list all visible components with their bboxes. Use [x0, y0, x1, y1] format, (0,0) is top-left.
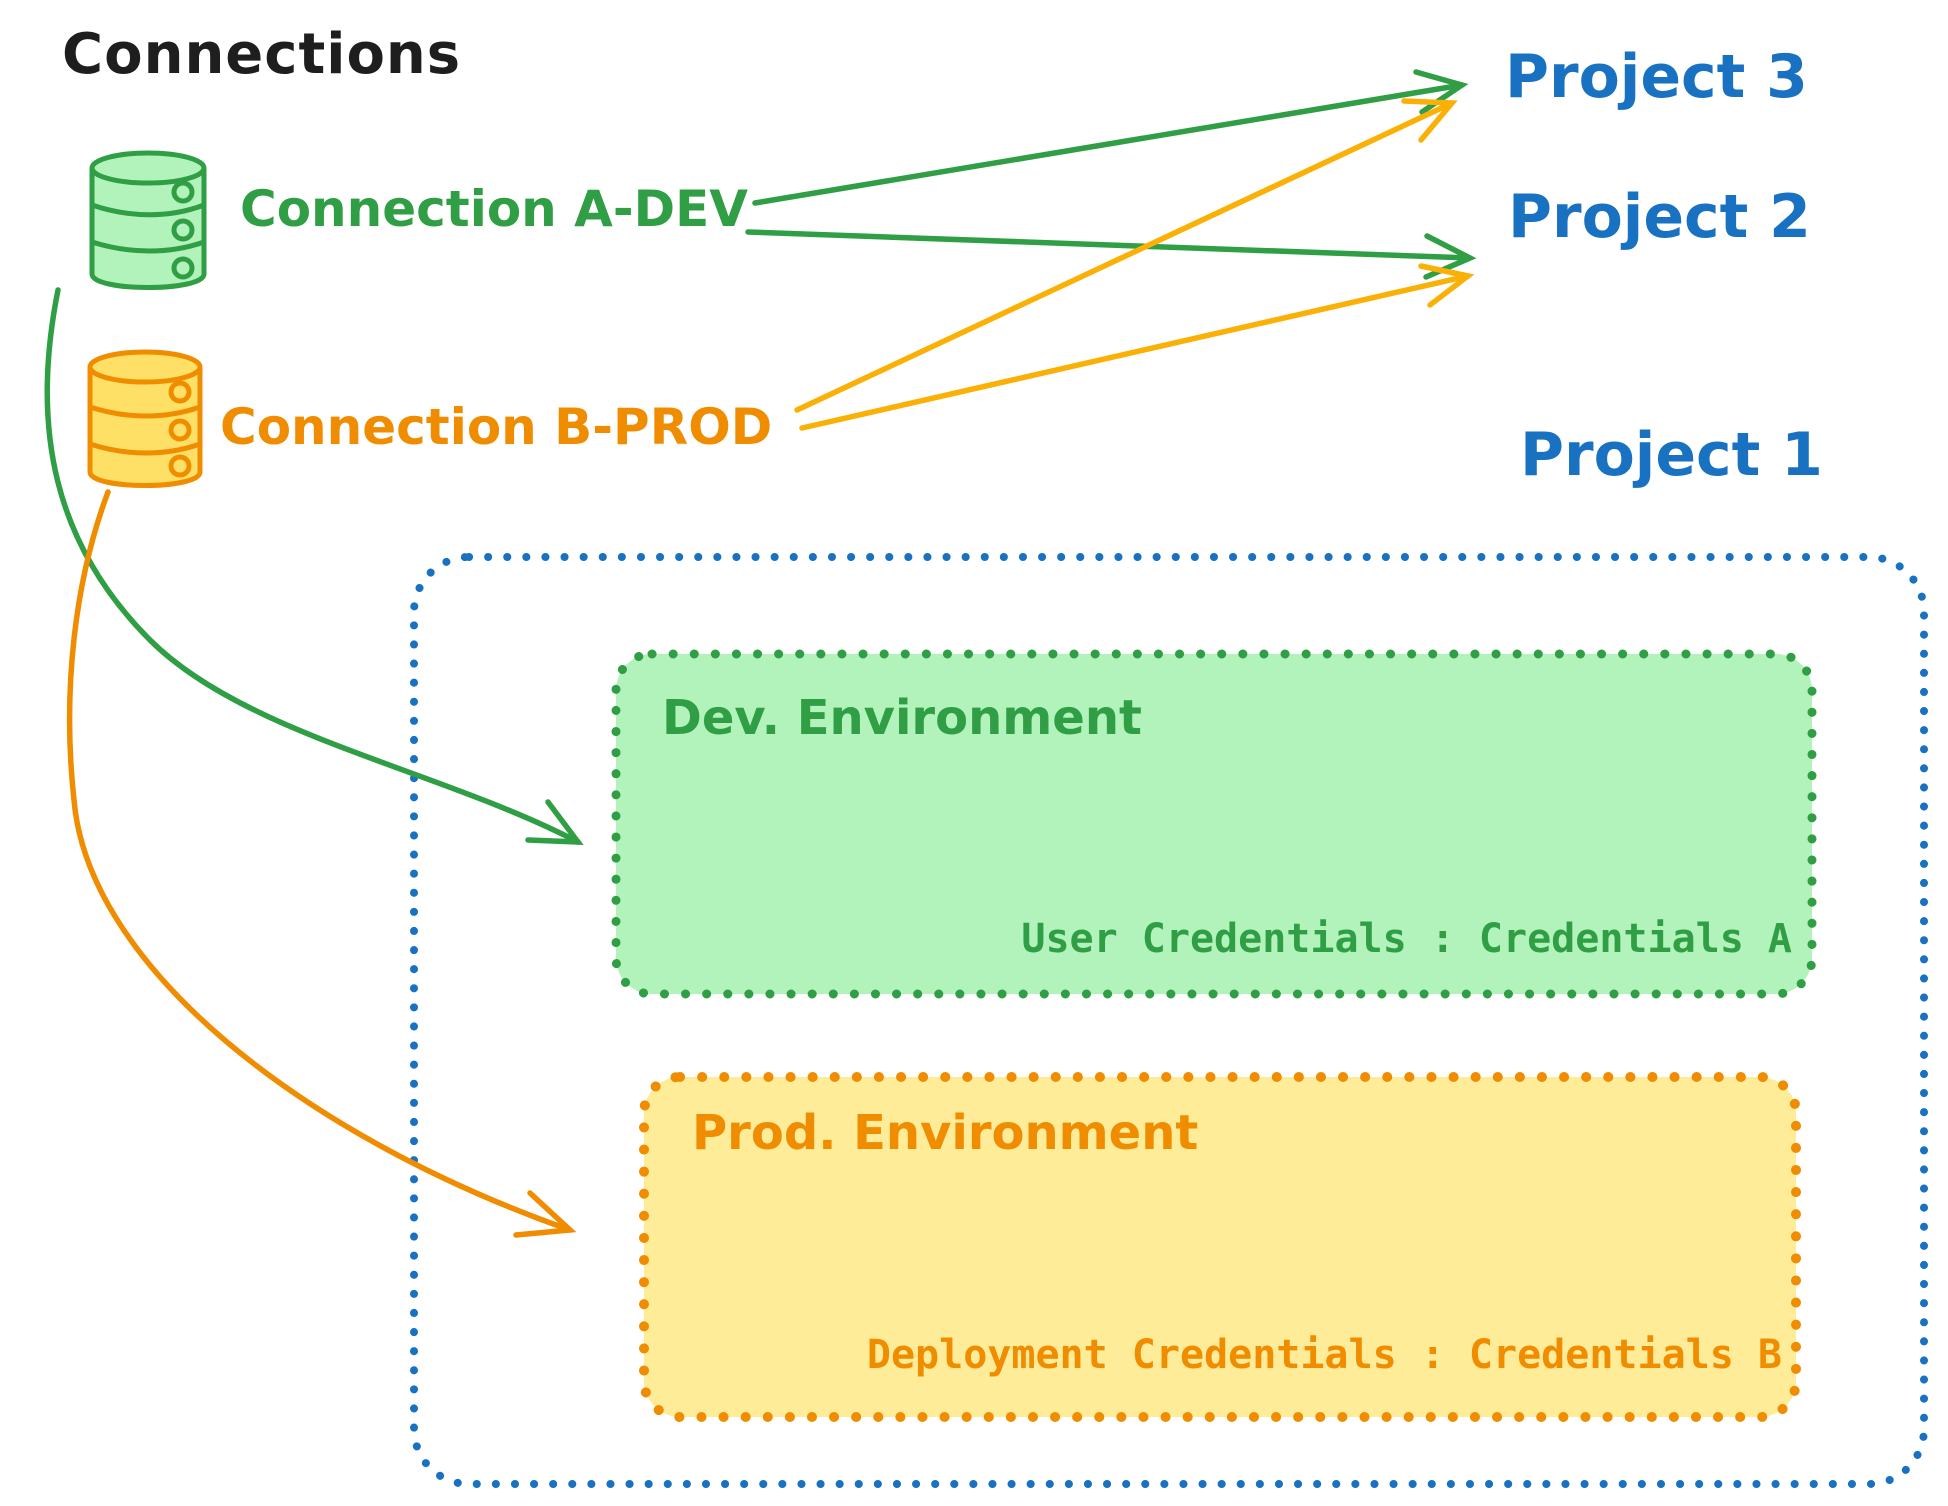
project1-container-box	[410, 553, 1928, 1488]
connection-b-prod-label: Connection B-PROD	[220, 398, 773, 456]
project-3-label: Project 3	[1505, 42, 1808, 112]
dev-environment-credentials: User Credentials : Credentials A	[1021, 916, 1792, 962]
connection-a-dev-label: Connection A-DEV	[240, 180, 748, 238]
project-1-label: Project 1	[1520, 420, 1823, 490]
arrow-b-prod-to-project-3	[794, 98, 1458, 413]
arrow-a-dev-to-project-3	[752, 69, 1469, 206]
diagram-title: Connections	[62, 22, 462, 87]
dev-environment-title: Dev. Environment	[662, 690, 1142, 746]
prod-environment-credentials: Deployment Credentials : Credentials B	[866, 1332, 1782, 1378]
arrow-a-dev-to-project-2	[745, 229, 1477, 280]
arrow-a-dev-to-dev-environment	[44, 287, 584, 845]
dev-environment-box	[611, 649, 1817, 999]
arrow-b-prod-to-prod-environment	[66, 489, 577, 1238]
database-icon-b-prod	[87, 349, 203, 488]
prod-environment-box	[639, 1072, 1801, 1422]
project-2-label: Project 2	[1508, 182, 1811, 252]
prod-environment-title: Prod. Environment	[692, 1105, 1199, 1161]
database-icon-a-dev	[89, 150, 207, 290]
arrow-b-prod-to-project-2	[799, 263, 1475, 431]
